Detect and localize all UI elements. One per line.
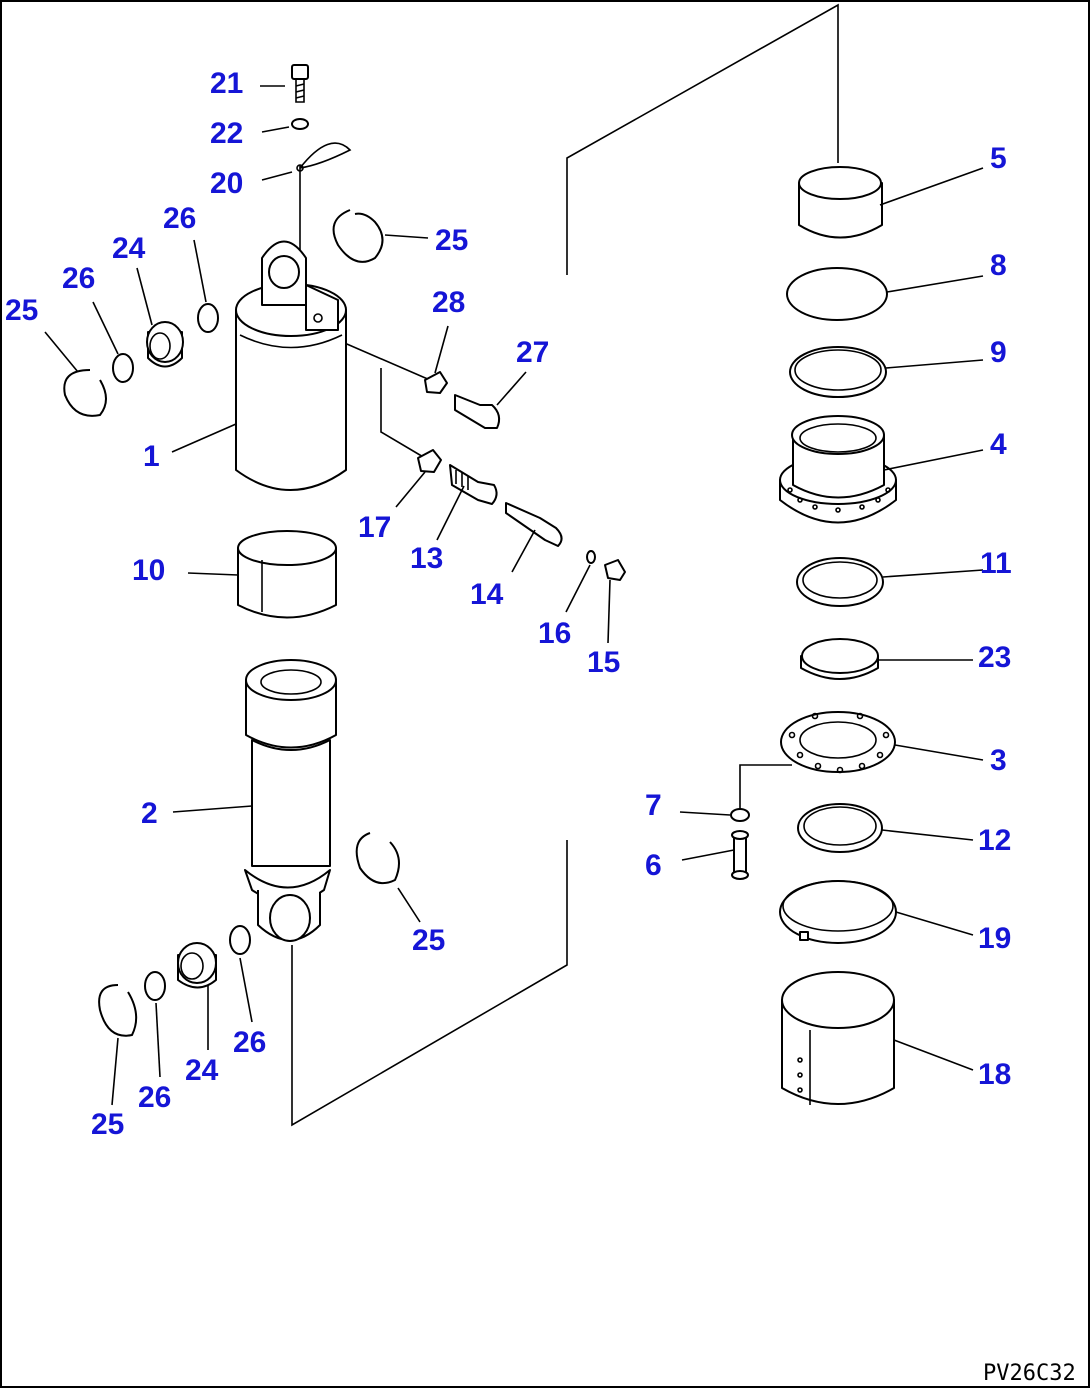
label-8: 8: [990, 249, 1007, 282]
label-12: 12: [978, 824, 1011, 857]
part-17-fitting: [417, 449, 442, 473]
label-20: 20: [210, 167, 243, 200]
label-25: 25: [412, 924, 445, 957]
label-25: 25: [91, 1108, 124, 1141]
part-20-wire: [296, 142, 352, 172]
part-labels: 21 22 20 26 24 26 25 25 28 27 1 17 13 10…: [5, 67, 1012, 1141]
label-23: 23: [978, 641, 1011, 674]
leader-lines: [44, 85, 984, 1106]
part-26-shim-c: [229, 925, 251, 955]
label-2: 2: [141, 797, 158, 830]
label-24: 24: [185, 1054, 219, 1087]
part-6-pin: [731, 830, 749, 880]
label-27: 27: [516, 336, 549, 369]
part-25-snap-ring-top: [332, 209, 384, 263]
drawing-code: PV26C32: [983, 1361, 1076, 1386]
part-5-bushing: [798, 166, 883, 239]
label-5: 5: [990, 142, 1007, 175]
label-3: 3: [990, 744, 1007, 777]
label-18: 18: [978, 1058, 1011, 1091]
label-25: 25: [5, 294, 38, 327]
part-23-ring: [800, 638, 879, 680]
part-26-shim-d: [144, 971, 166, 1001]
label-7: 7: [645, 789, 662, 822]
assembly-lines: [291, 3, 839, 1127]
part-3-flange: [780, 711, 896, 774]
part-25-snap-ring-bottom: [98, 984, 138, 1037]
part-16-oring: [586, 550, 596, 564]
label-22: 22: [210, 117, 243, 150]
label-19: 19: [978, 922, 1011, 955]
label-26: 26: [233, 1026, 266, 1059]
part-18-cover: [781, 971, 895, 1105]
part-13-valve-body: [449, 464, 498, 505]
label-26: 26: [62, 262, 95, 295]
part-26-shim-b: [112, 353, 134, 383]
label-25: 25: [435, 224, 468, 257]
label-6: 6: [645, 849, 662, 882]
part-24-bearing-bottom: [177, 942, 217, 989]
part-15-cap: [604, 559, 626, 581]
part-25-snap-ring-left: [63, 369, 107, 417]
part-14-valve-core: [505, 502, 563, 547]
part-25-snap-ring-mid: [355, 832, 400, 884]
label-16: 16: [538, 617, 571, 650]
label-11: 11: [980, 547, 1012, 580]
label-21: 21: [210, 67, 243, 100]
part-24-bearing-top: [146, 321, 184, 368]
part-22-washer: [291, 118, 309, 130]
part-2-piston-rod: [244, 659, 337, 942]
part-4-cylinder-head: [779, 415, 897, 524]
part-12-ring: [797, 803, 883, 853]
part-8-ring: [786, 267, 888, 321]
label-26: 26: [163, 202, 196, 235]
label-24: 24: [112, 232, 146, 265]
part-10-band: [237, 530, 337, 619]
label-14: 14: [470, 578, 504, 611]
label-17: 17: [358, 511, 391, 544]
label-13: 13: [410, 542, 443, 575]
part-26-shim-a: [197, 303, 219, 333]
label-9: 9: [990, 336, 1007, 369]
part-19-clamp: [779, 880, 897, 944]
label-28: 28: [432, 286, 465, 319]
part-9-ring: [789, 346, 887, 398]
part-1-cylinder-tube: [235, 240, 347, 491]
part-11-ring: [796, 557, 884, 607]
label-15: 15: [587, 646, 620, 679]
part-7-oring: [730, 808, 750, 822]
part-21-bolt: [291, 64, 309, 103]
label-4: 4: [990, 428, 1007, 461]
part-27-valve: [454, 394, 501, 429]
label-1: 1: [143, 440, 160, 473]
part-28-fitting: [424, 371, 448, 394]
label-10: 10: [132, 554, 165, 587]
label-26: 26: [138, 1081, 171, 1114]
